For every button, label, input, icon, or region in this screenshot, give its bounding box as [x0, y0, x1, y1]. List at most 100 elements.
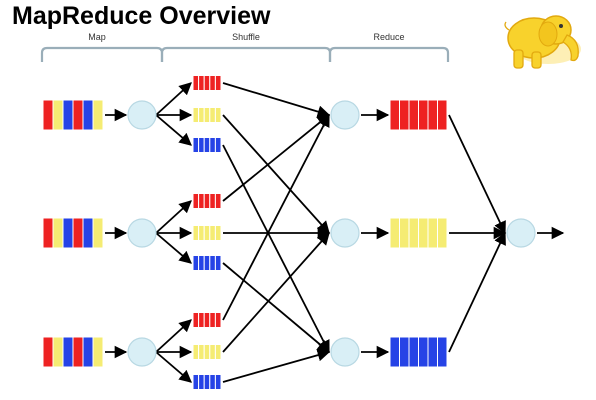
final-output-node: [506, 218, 536, 248]
mapper-input-block-cell: [72, 336, 84, 368]
reducer-output-block-red-cell: [408, 99, 419, 131]
mapper-input-block-cell: [82, 99, 94, 131]
arrows-layer: [105, 82, 565, 383]
mapper-input-block-cell: [62, 217, 74, 249]
reducer-output-block-red-cell: [399, 99, 410, 131]
mapper-input-block-cell: [42, 336, 54, 368]
partition-block-blue-cell: [198, 374, 205, 390]
reduce-bracket: [328, 46, 450, 62]
partition-block-yellow: [192, 225, 222, 241]
partition-block-yellow-cell: [214, 344, 222, 360]
partition-block-yellow-cell: [203, 107, 211, 123]
partition-block-blue-cell: [214, 374, 222, 390]
reducer-output-block-red-cell: [389, 99, 400, 131]
arrow-shuffle-to-reducer: [222, 232, 330, 353]
arrow-shuffle-to-reducer: [222, 114, 330, 234]
partition-block-red-cell: [192, 193, 200, 209]
reducer-output-block-blue-cell: [389, 336, 400, 368]
reducer-output-block-blue-cell: [399, 336, 410, 368]
arrow-shuffle-to-reducer: [222, 114, 330, 202]
mapper-input-block-cell: [92, 336, 104, 368]
partition-block-red-cell: [209, 193, 216, 209]
partition-block-yellow-cell: [198, 225, 205, 241]
reduce-node: [330, 337, 360, 367]
partition-block-yellow: [192, 107, 222, 123]
partition-block-red-cell: [209, 312, 216, 328]
partition-block-yellow-cell: [192, 344, 200, 360]
arrow-shuffle-to-reducer: [222, 144, 330, 354]
section-label-shuffle: Shuffle: [232, 32, 260, 42]
reduce-node: [330, 218, 360, 248]
section-label-reduce: Reduce: [373, 32, 404, 42]
reducer-output-block-blue-cell: [427, 336, 438, 368]
partition-block-red-cell: [198, 193, 205, 209]
mapper-input-block-cell: [62, 99, 74, 131]
reducer-output-block-red-cell: [427, 99, 438, 131]
partition-block-yellow-cell: [198, 344, 205, 360]
reducer-output-block-red-cell: [418, 99, 429, 131]
partition-block-yellow-cell: [214, 225, 222, 241]
partition-block-blue-cell: [192, 374, 200, 390]
partition-block-red-cell: [214, 312, 222, 328]
partition-block-blue-cell: [203, 255, 211, 271]
partition-block-red-cell: [209, 75, 216, 91]
partition-block-yellow-cell: [192, 225, 200, 241]
reducer-output-block-yellow-cell: [437, 217, 448, 249]
mapper-input-block-cell: [92, 99, 104, 131]
mapper-input-block-cell: [52, 217, 64, 249]
arrow-output-to-final: [448, 114, 506, 235]
partition-block-blue-cell: [192, 255, 200, 271]
partition-block-yellow-cell: [203, 225, 211, 241]
partition-block-blue-cell: [192, 137, 200, 153]
reducer-output-block-blue-cell: [437, 336, 448, 368]
page-title: MapReduce Overview: [12, 2, 271, 30]
partition-block-blue-cell: [203, 374, 211, 390]
mapper-input-block: [42, 217, 104, 249]
partition-block-yellow-cell: [209, 225, 216, 241]
partition-block-red-cell: [203, 75, 211, 91]
mapper-input-block-cell: [82, 217, 94, 249]
partition-block-blue: [192, 137, 222, 153]
partition-block-blue-cell: [203, 137, 211, 153]
mapper-input-block: [42, 99, 104, 131]
reducer-output-block-yellow: [389, 217, 448, 249]
nodes-layer: [42, 75, 536, 390]
arrow-shuffle-to-reducer: [222, 82, 331, 118]
reduce-node: [330, 100, 360, 130]
partition-block-blue-cell: [198, 137, 205, 153]
partition-block-blue-cell: [209, 137, 216, 153]
shuffle-bracket: [160, 46, 332, 62]
partition-block-red-cell: [214, 75, 222, 91]
mapper-input-block-cell: [42, 99, 54, 131]
partition-block-red-cell: [198, 75, 205, 91]
section-label-map: Map: [88, 32, 106, 42]
arrow-map-to-partition: [155, 82, 192, 116]
arrow-shuffle-to-reducer: [222, 349, 331, 383]
partition-block-yellow-cell: [209, 344, 216, 360]
partition-block-yellow-cell: [209, 107, 216, 123]
reducer-output-block-blue-cell: [408, 336, 419, 368]
arrow-map-to-partition: [155, 319, 192, 353]
reducer-output-block-yellow-cell: [408, 217, 419, 249]
arrow-map-to-partition: [155, 232, 192, 264]
arrow-map-to-partition: [155, 114, 192, 146]
partition-block-yellow-cell: [198, 107, 205, 123]
arrow-output-to-final: [448, 231, 506, 353]
map-bracket: [40, 46, 164, 62]
mapper-input-block-cell: [62, 336, 74, 368]
partition-block-blue-cell: [209, 255, 216, 271]
partition-block-red-cell: [214, 193, 222, 209]
partition-block-blue-cell: [198, 255, 205, 271]
partition-block-red-cell: [198, 312, 205, 328]
partition-block-red-cell: [203, 193, 211, 209]
partition-block-yellow-cell: [203, 344, 211, 360]
mapper-input-block: [42, 336, 104, 368]
mapper-input-block-cell: [72, 217, 84, 249]
reducer-output-block-yellow-cell: [389, 217, 400, 249]
partition-block-blue: [192, 255, 222, 271]
mapper-input-block-cell: [52, 336, 64, 368]
mapper-input-block-cell: [42, 217, 54, 249]
arrow-shuffle-to-reducer: [222, 262, 330, 353]
partition-block-blue-cell: [214, 137, 222, 153]
